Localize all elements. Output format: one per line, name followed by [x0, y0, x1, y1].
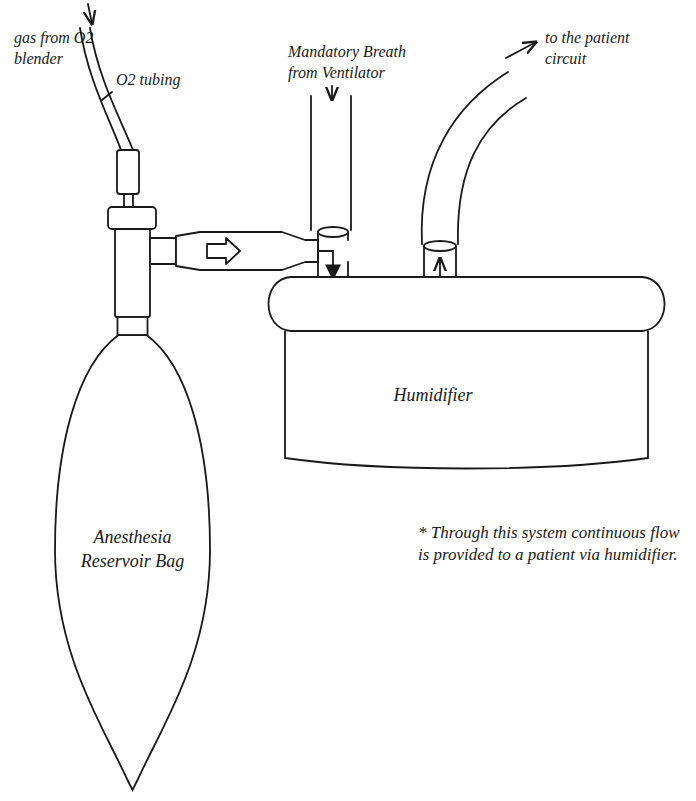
patient-hose — [422, 72, 508, 244]
t-piece — [115, 229, 150, 317]
leader-line — [102, 92, 112, 100]
note: * Through this system continuous flow is… — [418, 522, 686, 566]
o2-tubing — [90, 28, 133, 150]
part-label: gas from O2 blender — [14, 28, 98, 70]
bag-shape — [55, 335, 210, 790]
flow-arrow — [506, 42, 536, 58]
tubing-adapter — [117, 150, 139, 194]
ventilator-tube — [310, 96, 312, 230]
humidifier-outline — [263, 275, 670, 470]
inlet-port-rim — [318, 227, 348, 237]
part-label: Mandatory Breath from Ventilator — [288, 42, 438, 84]
o2-tubing — [80, 28, 121, 150]
reservoir-bag: Anesthesia Reservoir Bag — [55, 325, 210, 790]
t-piece-collar — [108, 207, 156, 229]
bag-neck — [118, 317, 148, 335]
one-way-valve — [176, 232, 318, 270]
node-label: Anesthesia Reservoir Bag — [67, 525, 198, 574]
humidifier-body: Humidifier — [263, 275, 670, 470]
valve-direction-arrow — [207, 238, 240, 264]
adapter-nipple — [124, 194, 133, 208]
outlet-port-rim — [424, 241, 456, 251]
t-piece-side-port — [150, 238, 176, 264]
ventilator-tube — [350, 96, 352, 230]
patient-hose — [458, 98, 526, 244]
humidifier-shape — [269, 277, 665, 469]
node-label: Humidifier — [333, 383, 533, 407]
flow-arrow — [88, 4, 92, 24]
flow-arrow — [331, 86, 333, 100]
part-label: O2 tubing — [116, 70, 206, 91]
part-label: to the patient circuit — [545, 28, 665, 70]
